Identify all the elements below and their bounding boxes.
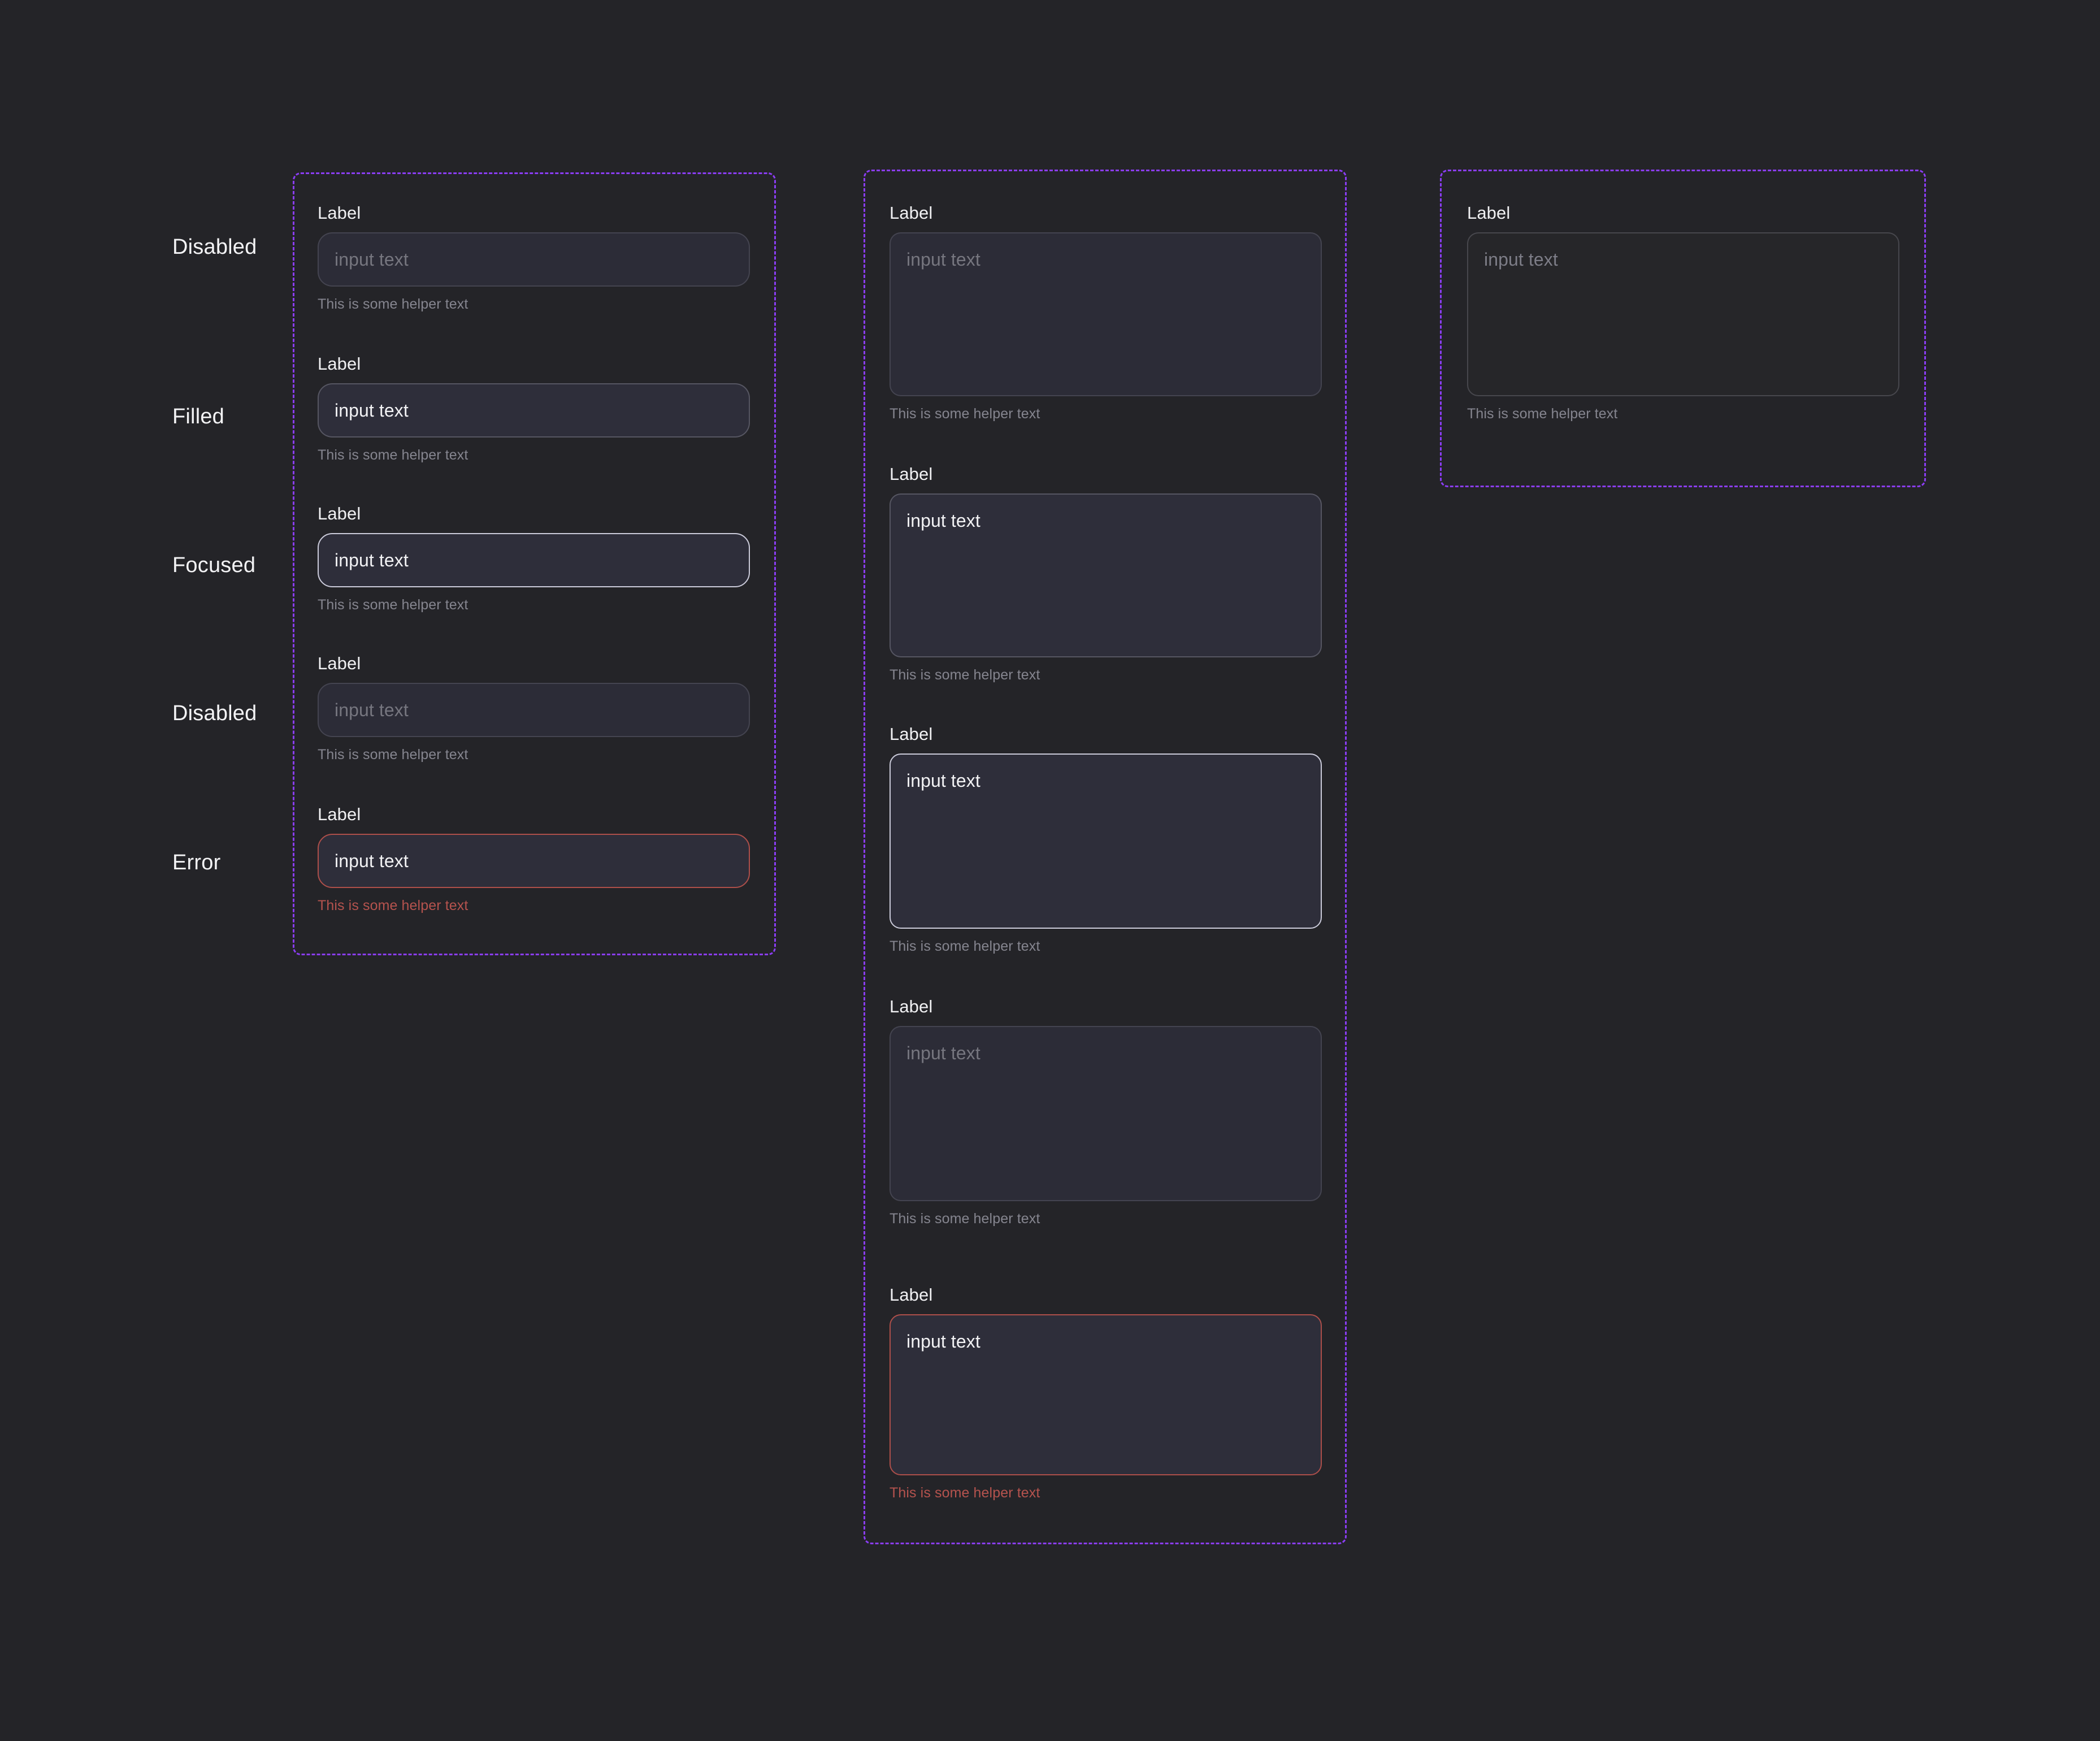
field-helper-text: This is some helper text bbox=[1467, 406, 1618, 422]
field-label: Label bbox=[890, 203, 933, 223]
spec-group-ghost-textarea bbox=[1440, 170, 1926, 487]
row-label-focused: Focused bbox=[172, 553, 256, 577]
text-input[interactable]: input text bbox=[318, 232, 750, 287]
row-label-disabled-1: Disabled bbox=[172, 235, 257, 259]
field-textarea-focused: Label input text This is some helper tex… bbox=[890, 724, 1322, 955]
textarea-placeholder: input text bbox=[906, 249, 980, 270]
field-input-disabled-1: Label input text This is some helper tex… bbox=[318, 202, 750, 313]
spec-group-single-line-input bbox=[293, 172, 776, 955]
row-label-error: Error bbox=[172, 851, 221, 874]
field-helper-text: This is some helper text bbox=[890, 1211, 1040, 1227]
field-helper-text: This is some helper text bbox=[318, 898, 468, 914]
text-input[interactable]: input text bbox=[318, 383, 750, 438]
row-label-disabled-2: Disabled bbox=[172, 701, 257, 725]
textarea-placeholder: input text bbox=[1484, 249, 1558, 270]
input-placeholder: input text bbox=[335, 249, 409, 270]
textarea-input[interactable]: input text bbox=[1467, 232, 1899, 397]
input-value: input text bbox=[335, 851, 409, 872]
text-input[interactable]: input text bbox=[318, 533, 750, 588]
field-helper-text: This is some helper text bbox=[890, 938, 1040, 955]
text-input[interactable]: input text bbox=[318, 834, 750, 889]
input-value: input text bbox=[335, 550, 409, 571]
field-label: Label bbox=[318, 203, 361, 223]
textarea-input[interactable]: input text bbox=[890, 493, 1322, 658]
field-label: Label bbox=[318, 804, 361, 824]
field-input-error: Label input text This is some helper tex… bbox=[318, 804, 750, 914]
row-label-filled: Filled bbox=[172, 405, 225, 428]
field-textarea-disabled-2: Label input text This is some helper tex… bbox=[890, 996, 1322, 1227]
textarea-input[interactable]: input text bbox=[890, 1314, 1322, 1476]
field-input-filled: Label input text This is some helper tex… bbox=[318, 353, 750, 464]
field-helper-text: This is some helper text bbox=[318, 296, 468, 313]
field-helper-text: This is some helper text bbox=[890, 667, 1040, 683]
field-textarea-filled: Label input text This is some helper tex… bbox=[890, 464, 1322, 683]
textarea-placeholder: input text bbox=[906, 1043, 980, 1064]
field-label: Label bbox=[890, 724, 933, 744]
textarea-value: input text bbox=[906, 510, 980, 531]
field-input-disabled-2: Label input text This is some helper tex… bbox=[318, 653, 750, 763]
field-label: Label bbox=[890, 464, 933, 484]
field-label: Label bbox=[890, 997, 933, 1016]
textarea-input[interactable]: input text bbox=[890, 232, 1322, 397]
field-label: Label bbox=[318, 653, 361, 673]
field-textarea-disabled-1: Label input text This is some helper tex… bbox=[890, 202, 1322, 422]
textarea-input[interactable]: input text bbox=[890, 753, 1322, 929]
input-value: input text bbox=[335, 400, 409, 421]
input-placeholder: input text bbox=[335, 700, 409, 721]
field-helper-text: This is some helper text bbox=[318, 447, 468, 464]
spec-group-multi-line-textarea bbox=[864, 170, 1347, 1544]
textarea-value: input text bbox=[906, 1331, 980, 1352]
field-label: Label bbox=[1467, 203, 1511, 223]
field-label: Label bbox=[890, 1285, 933, 1305]
field-input-focused: Label input text This is some helper tex… bbox=[318, 503, 750, 613]
field-label: Label bbox=[318, 504, 361, 523]
field-ghost-textarea-disabled: Label input text This is some helper tex… bbox=[1467, 202, 1899, 422]
textarea-value: input text bbox=[906, 770, 980, 791]
field-textarea-error: Label input text This is some helper tex… bbox=[890, 1284, 1322, 1501]
textarea-input[interactable]: input text bbox=[890, 1026, 1322, 1202]
field-helper-text: This is some helper text bbox=[890, 1485, 1040, 1501]
text-input[interactable]: input text bbox=[318, 683, 750, 738]
field-helper-text: This is some helper text bbox=[318, 597, 468, 613]
field-helper-text: This is some helper text bbox=[890, 406, 1040, 422]
field-helper-text: This is some helper text bbox=[318, 747, 468, 763]
field-label: Label bbox=[318, 354, 361, 374]
